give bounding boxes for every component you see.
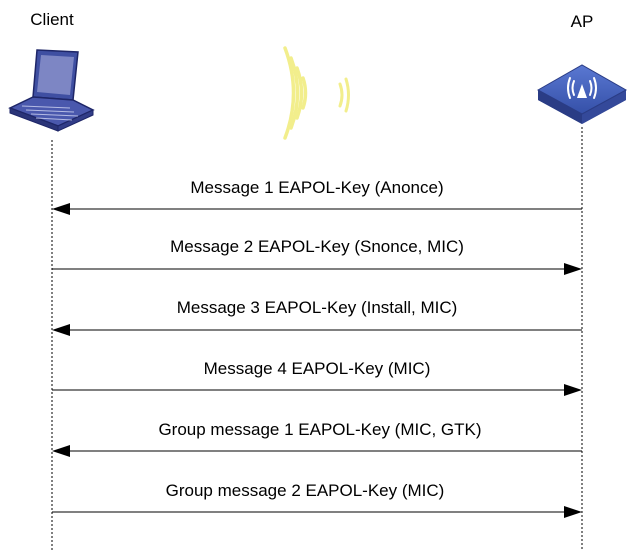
arrowhead-left <box>52 324 70 336</box>
arrowhead-left <box>52 203 70 215</box>
message-2: Message 2 EAPOL-Key (Snonce, MIC) <box>52 237 582 275</box>
arrowhead-right <box>564 384 582 396</box>
message-3: Message 3 EAPOL-Key (Install, MIC) <box>52 298 582 336</box>
message-label: Message 1 EAPOL-Key (Anonce) <box>190 178 443 197</box>
ap-label: AP <box>571 12 594 31</box>
client-label: Client <box>30 10 74 29</box>
message-label: Message 4 EAPOL-Key (MIC) <box>204 359 431 378</box>
arrowhead-right <box>564 506 582 518</box>
message-label: Group message 2 EAPOL-Key (MIC) <box>166 481 445 500</box>
wireless-signal-icon <box>283 46 350 140</box>
message-label: Group message 1 EAPOL-Key (MIC, GTK) <box>158 420 481 439</box>
access-point-icon <box>536 64 628 124</box>
group-message-1: Group message 1 EAPOL-Key (MIC, GTK) <box>52 420 582 457</box>
message-label: Message 3 EAPOL-Key (Install, MIC) <box>177 298 458 317</box>
message-1: Message 1 EAPOL-Key (Anonce) <box>52 178 582 215</box>
laptop-icon <box>8 49 95 132</box>
arrowhead-left <box>52 445 70 457</box>
arrowhead-right <box>564 263 582 275</box>
message-label: Message 2 EAPOL-Key (Snonce, MIC) <box>170 237 464 256</box>
group-message-2: Group message 2 EAPOL-Key (MIC) <box>52 481 582 518</box>
message-4: Message 4 EAPOL-Key (MIC) <box>52 359 582 396</box>
